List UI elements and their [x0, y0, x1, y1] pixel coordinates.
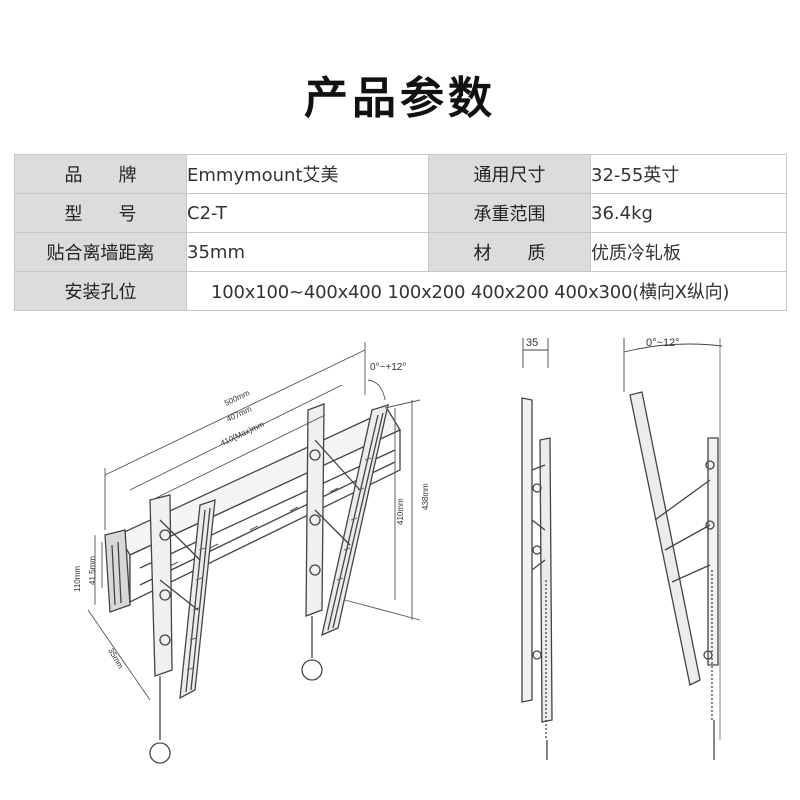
spec-label-model: 型 号 [14, 193, 187, 233]
spec-row-model: 型 号 C2-T 承重范围 36.4kg [14, 193, 787, 233]
perspective-view [104, 403, 401, 764]
spec-table: 品 牌 Emmymount艾美 通用尺寸 32-55英寸 型 号 C2-T 承重… [14, 154, 787, 311]
spec-value-material: 优质冷轧板 [590, 232, 787, 272]
spec-row-distance: 贴合离墙距离 35mm 材 质 优质冷轧板 [14, 232, 787, 272]
flat-wall-plate [521, 397, 533, 703]
dim-438-height: 438mm [421, 483, 430, 510]
right-pull-ring [301, 659, 323, 681]
tilted-wall-plate [707, 437, 719, 666]
dim-410-height: 410mm [396, 498, 405, 525]
spec-value-holes: 100x100~400x400 100x200 400x200 400x300(… [186, 271, 787, 311]
dim-tilt: 0°~+12° [370, 362, 406, 373]
perspective-dimensions [87, 342, 421, 701]
spec-value-brand: Emmymount艾美 [186, 154, 429, 194]
side-view-flat [521, 338, 553, 760]
spec-value-model: C2-T [186, 193, 429, 233]
spec-value-size: 32-55英寸 [590, 154, 787, 194]
left-pull-ring [149, 742, 171, 764]
spec-label-brand: 品 牌 [14, 154, 187, 194]
end-cap [104, 529, 131, 613]
spec-label-holes: 安装孔位 [14, 271, 187, 311]
spec-value-distance: 35mm [186, 232, 429, 272]
dim-110: 110mm [73, 566, 82, 592]
side-view-tilted [623, 338, 723, 760]
side-tilt-label: 0°~12° [646, 337, 680, 349]
spec-label-size: 通用尺寸 [428, 154, 591, 194]
mount-technical-drawing: 500mm 407mm 410(Max)mm 0°~+12° 410mm 438… [73, 337, 723, 764]
spec-label-distance: 贴合离墙距离 [14, 232, 187, 272]
spec-row-holes: 安装孔位 100x100~400x400 100x200 400x200 400… [14, 271, 787, 311]
dim-410-max: 410(Max)mm [219, 420, 266, 448]
dim-35-depth: 35mm [106, 647, 125, 671]
tilted-tv-arm [629, 391, 701, 686]
dim-41-5: 41.5mm [88, 556, 97, 585]
side-depth-label: 35 [526, 337, 538, 349]
spec-label-load: 承重范围 [428, 193, 591, 233]
spec-value-load: 36.4kg [590, 193, 787, 233]
dim-407: 407mm [225, 404, 253, 424]
spec-row-brand: 品 牌 Emmymount艾美 通用尺寸 32-55英寸 [14, 154, 787, 194]
spec-label-material: 材 质 [428, 232, 591, 272]
page-title: 产品参数 [304, 73, 496, 124]
